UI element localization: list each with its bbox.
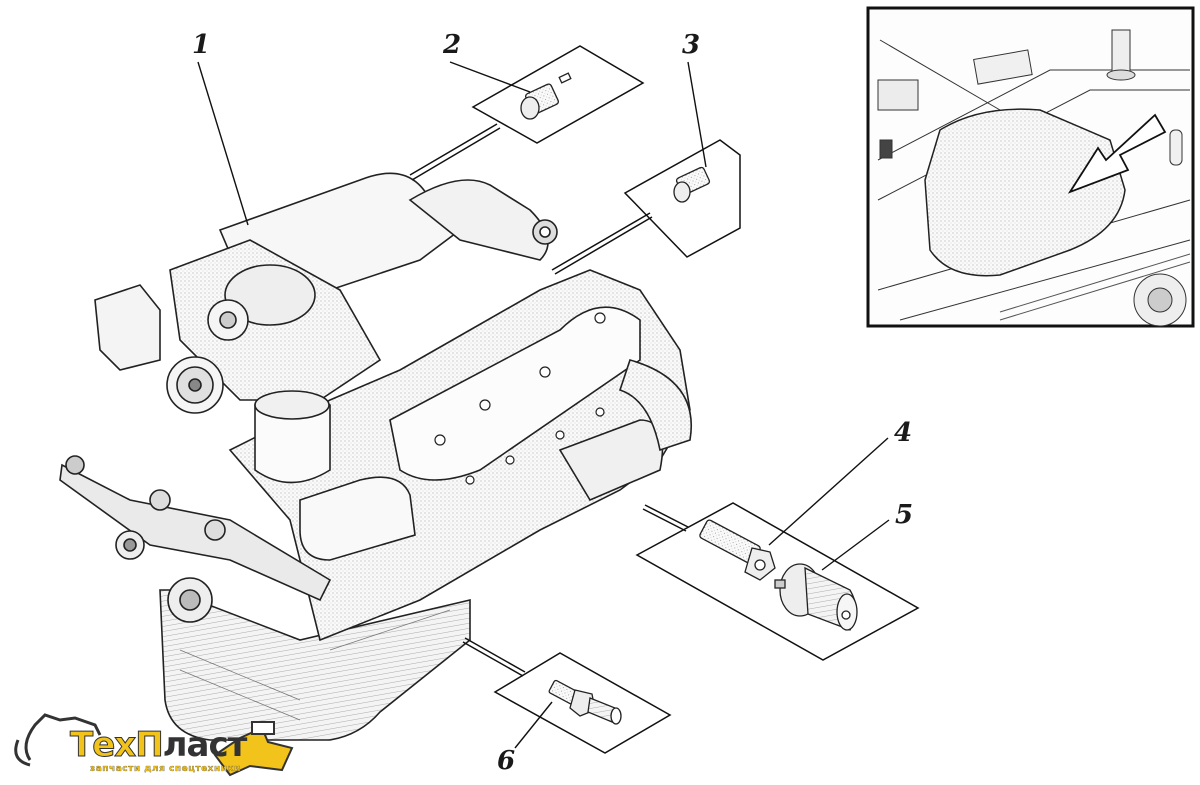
leader-line-3 — [687, 61, 707, 168]
air-pipe — [408, 179, 549, 261]
leader-lines — [197, 61, 890, 749]
logo-text-part2: П — [135, 725, 165, 765]
sensor-2 — [520, 72, 572, 120]
sensor-panels — [409, 45, 920, 754]
logo-excavator-icon — [14, 713, 102, 767]
logo-tagline: запчасти для спецтехники — [90, 764, 241, 774]
fuel-filter — [299, 476, 416, 561]
logo-text-part3: ласт — [162, 725, 248, 765]
sensor-5 — [774, 563, 858, 631]
generator — [224, 264, 316, 326]
callout-2: 2 — [443, 30, 462, 60]
techplast-logo: ТехПласт запчасти для спецтехники — [20, 718, 320, 778]
coolant-reservoir — [94, 284, 161, 371]
leader-line-2 — [449, 61, 531, 93]
logo-loader-icon — [213, 721, 294, 777]
leader-line-4 — [768, 437, 889, 546]
callout-1: 1 — [192, 30, 211, 60]
leader-line-6 — [514, 701, 553, 749]
leader-line-1 — [197, 61, 249, 226]
sensor-4 — [699, 519, 776, 581]
sensor-3 — [673, 166, 711, 203]
logo-text-part1: Тех — [69, 725, 136, 765]
sensor-panel-3 — [623, 139, 741, 258]
callout-4: 4 — [894, 418, 913, 448]
sensor-panel-4-5 — [635, 502, 920, 661]
oil-pan — [159, 589, 471, 741]
cylinder-head-cover — [389, 306, 641, 481]
logo-wordmark: ТехПласт — [69, 725, 248, 765]
inset-engine — [924, 108, 1126, 277]
engine-illustration — [59, 172, 692, 741]
location-inset — [866, 6, 1195, 328]
callout-3: 3 — [682, 30, 701, 60]
leader-line-5 — [821, 519, 890, 571]
callout-5: 5 — [895, 500, 914, 530]
sensor-panel-2 — [471, 45, 645, 144]
callout-6: 6 — [497, 746, 516, 776]
sensor-panel-6 — [493, 652, 672, 754]
sensor-6 — [548, 679, 622, 725]
pointer-arrow-icon — [1067, 113, 1167, 194]
